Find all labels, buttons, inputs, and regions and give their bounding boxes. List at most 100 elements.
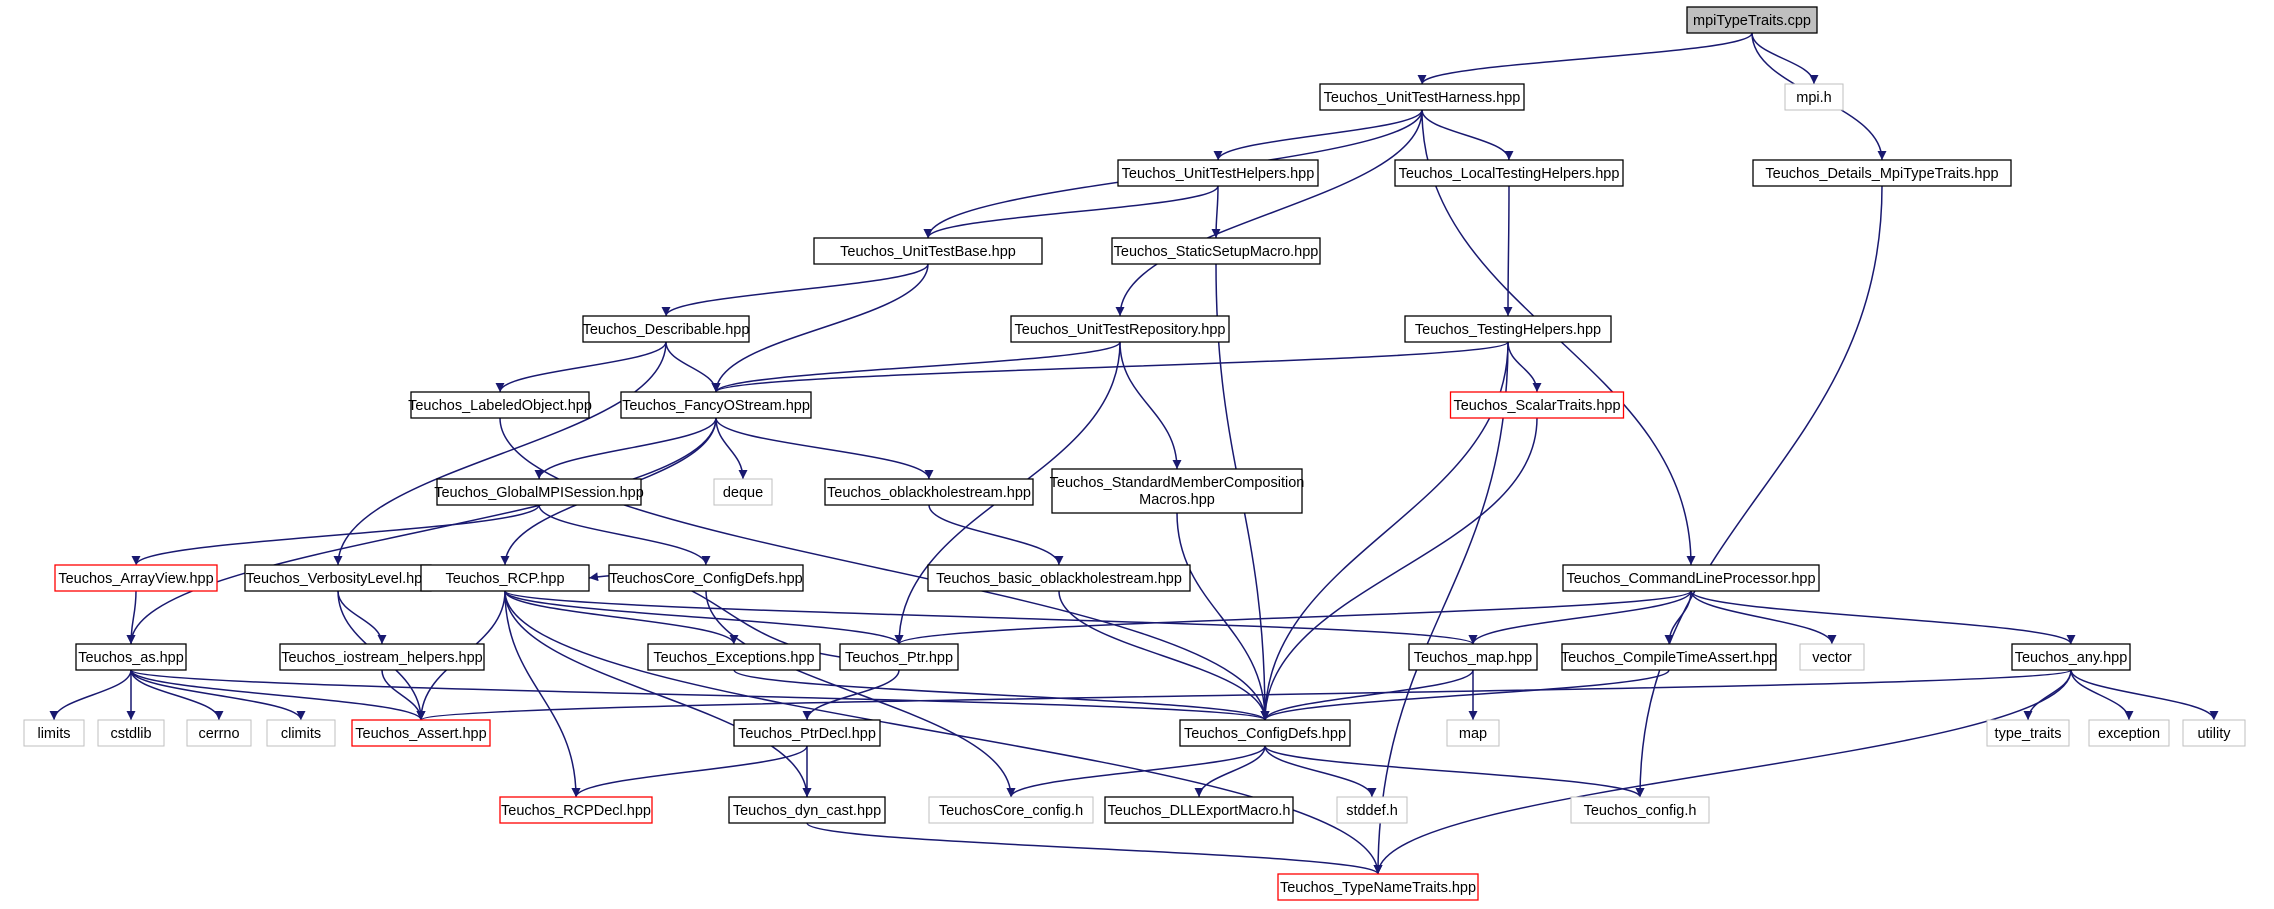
node-teuchos-rcp-hpp[interactable]: Teuchos_RCP.hpp bbox=[420, 564, 590, 592]
node-box bbox=[1561, 643, 1777, 671]
node-label: climits bbox=[281, 726, 321, 742]
node-box bbox=[1051, 468, 1303, 514]
node-teuchos-testinghelpers-hpp[interactable]: Teuchos_TestingHelpers.hpp bbox=[1404, 315, 1612, 343]
node-label: deque bbox=[723, 485, 763, 501]
node-type-traits: type_traits bbox=[1986, 719, 2070, 747]
node-teuchos-unittesthelpers-hpp[interactable]: Teuchos_UnitTestHelpers.hpp bbox=[1117, 159, 1319, 187]
node-teuchos-exceptions-hpp[interactable]: Teuchos_Exceptions.hpp bbox=[647, 643, 821, 671]
node-teuchos-basic-oblackholestream-hpp[interactable]: Teuchos_basic_oblackholestream.hpp bbox=[927, 564, 1191, 592]
node-label: Teuchos_UnitTestRepository.hpp bbox=[1015, 322, 1226, 338]
node-box bbox=[813, 237, 1043, 265]
node-label: Teuchos_UnitTestHelpers.hpp bbox=[1122, 166, 1315, 182]
edge-teuchos-ptr-hpp-to-teuchos-ptrdecl-hpp bbox=[802, 669, 900, 721]
node-label: Teuchos_CommandLineProcessor.hpp bbox=[1566, 571, 1815, 587]
node-box bbox=[2011, 643, 2131, 671]
node-label: Teuchos_iostream_helpers.hpp bbox=[281, 650, 483, 666]
node-teuchos-labeledobject-hpp[interactable]: Teuchos_LabeledObject.hpp bbox=[408, 391, 592, 419]
node-teuchos-arrayview-hpp[interactable]: Teuchos_ArrayView.hpp bbox=[54, 564, 218, 592]
edge-teuchos-rcp-hpp-to-teuchos-typenametraits-hpp bbox=[504, 590, 1383, 875]
node-box bbox=[1986, 719, 2070, 747]
node-label: Teuchos_PtrDecl.hpp bbox=[738, 726, 876, 742]
node-mpi-h: mpi.h bbox=[1784, 83, 1844, 111]
node-teuchos-compiletimeassert-hpp[interactable]: Teuchos_CompileTimeAssert.hpp bbox=[1561, 643, 1777, 671]
node-limits: limits bbox=[23, 719, 85, 747]
edge-teuchos-commandlineprocessor-hpp-to-teuchos-any-hpp bbox=[1690, 590, 2076, 645]
node-teuchos-ptrdecl-hpp[interactable]: Teuchos_PtrDecl.hpp bbox=[733, 719, 881, 747]
node-teuchos-as-hpp[interactable]: Teuchos_as.hpp bbox=[75, 643, 187, 671]
edge-teuchos-standardmembercompositionmacros-hpp-to-teuchos-configdefs-hpp bbox=[1176, 512, 1270, 721]
edge-teuchos-verbositylevel-hpp-to-teuchos-iostream-helpers-hpp bbox=[337, 590, 387, 645]
node-label: Teuchos_Details_MpiTypeTraits.hpp bbox=[1765, 166, 1998, 182]
node-teuchos-fancyostream-hpp[interactable]: Teuchos_FancyOStream.hpp bbox=[620, 391, 812, 419]
node-label: Teuchos_as.hpp bbox=[78, 650, 184, 666]
node-box bbox=[351, 719, 491, 747]
node-teuchos-localtestinghelpers-hpp[interactable]: Teuchos_LocalTestingHelpers.hpp bbox=[1394, 159, 1624, 187]
edge-teuchos-commandlineprocessor-hpp-to-teuchos-ptr-hpp bbox=[894, 590, 1692, 645]
node-box bbox=[499, 796, 653, 824]
node-teuchos-unittestharness-hpp[interactable]: Teuchos_UnitTestHarness.hpp bbox=[1319, 83, 1525, 111]
node-cstdlib: cstdlib bbox=[97, 719, 165, 747]
node-label: Teuchos_Exceptions.hpp bbox=[653, 650, 814, 666]
node-box bbox=[608, 564, 804, 592]
node-exception: exception bbox=[2088, 719, 2170, 747]
node-box bbox=[1010, 315, 1230, 343]
node-box bbox=[97, 719, 165, 747]
node-teuchos-dllexportmacro-h[interactable]: Teuchos_DLLExportMacro.h bbox=[1104, 796, 1294, 824]
node-teuchos-any-hpp[interactable]: Teuchos_any.hpp bbox=[2011, 643, 2131, 671]
node-box bbox=[186, 719, 252, 747]
node-label: Teuchos_VerbosityLevel.hpp bbox=[246, 571, 431, 587]
node-teuchos-oblackholestream-hpp[interactable]: Teuchos_oblackholestream.hpp bbox=[824, 478, 1034, 506]
node-teuchos-configdefs-hpp[interactable]: Teuchos_ConfigDefs.hpp bbox=[1179, 719, 1351, 747]
node-teuchos-rcpdecl-hpp[interactable]: Teuchos_RCPDecl.hpp bbox=[499, 796, 653, 824]
node-teuchos-verbositylevel-hpp[interactable]: Teuchos_VerbosityLevel.hpp bbox=[244, 564, 432, 592]
edge-layer bbox=[49, 32, 2219, 875]
node-box bbox=[1117, 159, 1319, 187]
node-teuchos-unittestrepository-hpp[interactable]: Teuchos_UnitTestRepository.hpp bbox=[1010, 315, 1230, 343]
node-teuchos-commandlineprocessor-hpp[interactable]: Teuchos_CommandLineProcessor.hpp bbox=[1562, 564, 1820, 592]
edge-teuchos-testinghelpers-hpp-to-teuchos-fancyostream-hpp bbox=[711, 341, 1509, 393]
edge-teuchos-any-hpp-to-utility bbox=[2070, 669, 2219, 721]
edge-teuchos-fancyostream-hpp-to-teuchos-globalmpisession-hpp bbox=[534, 417, 717, 480]
edge-teuchos-unittesthelpers-hpp-to-teuchos-unittestbase-hpp bbox=[923, 185, 1219, 239]
edge-teuchos-map-hpp-to-teuchos-configdefs-hpp bbox=[1260, 669, 1474, 721]
edge-teuchos-rcp-hpp-to-teuchos-rcpdecl-hpp bbox=[504, 590, 581, 798]
node-label: Teuchos_basic_oblackholestream.hpp bbox=[936, 571, 1182, 587]
node-box bbox=[824, 478, 1034, 506]
node-teuchos-staticsetupmacro-hpp[interactable]: Teuchos_StaticSetupMacro.hpp bbox=[1111, 237, 1321, 265]
node-box bbox=[647, 643, 821, 671]
node-teuchoscore-configdefs-hpp[interactable]: TeuchosCore_ConfigDefs.hpp bbox=[608, 564, 804, 592]
node-teuchos-unittestbase-hpp[interactable]: Teuchos_UnitTestBase.hpp bbox=[813, 237, 1043, 265]
node-box bbox=[928, 796, 1094, 824]
node-label: Teuchos_FancyOStream.hpp bbox=[622, 398, 810, 414]
node-box bbox=[1336, 796, 1408, 824]
node-box bbox=[839, 643, 959, 671]
edge-teuchos-exceptions-hpp-to-teuchos-configdefs-hpp bbox=[733, 669, 1270, 721]
node-teuchos-details-mpitypetraits-hpp[interactable]: Teuchos_Details_MpiTypeTraits.hpp bbox=[1752, 159, 2012, 187]
edge-mpitypetraits-cpp-to-teuchos-unittestharness-hpp bbox=[1417, 32, 1753, 85]
node-box bbox=[1404, 315, 1612, 343]
node-box bbox=[1446, 719, 1500, 747]
node-teuchos-map-hpp[interactable]: Teuchos_map.hpp bbox=[1408, 643, 1538, 671]
node-teuchos-typenametraits-hpp[interactable]: Teuchos_TypeNameTraits.hpp bbox=[1277, 873, 1479, 901]
node-teuchos-standardmembercompositionmacros-hpp[interactable]: Teuchos_StandardMemberCompositionMacros.… bbox=[1050, 468, 1305, 514]
node-teuchos-assert-hpp[interactable]: Teuchos_Assert.hpp bbox=[351, 719, 491, 747]
node-teuchos-scalartraits-hpp[interactable]: Teuchos_ScalarTraits.hpp bbox=[1449, 391, 1625, 419]
edge-teuchos-configdefs-hpp-to-teuchos-dllexportmacro-h bbox=[1194, 745, 1266, 798]
node-teuchos-describable-hpp[interactable]: Teuchos_Describable.hpp bbox=[582, 315, 750, 343]
node-label: stddef.h bbox=[1346, 803, 1398, 819]
edge-teuchos-commandlineprocessor-hpp-to-vector bbox=[1690, 590, 1837, 645]
node-teuchos-ptr-hpp[interactable]: Teuchos_Ptr.hpp bbox=[839, 643, 959, 671]
node-teuchos-iostream-helpers-hpp[interactable]: Teuchos_iostream_helpers.hpp bbox=[279, 643, 485, 671]
node-teuchos-dyn-cast-hpp[interactable]: Teuchos_dyn_cast.hpp bbox=[728, 796, 886, 824]
node-box bbox=[1179, 719, 1351, 747]
node-box bbox=[1449, 391, 1625, 419]
node-teuchos-globalmpisession-hpp[interactable]: Teuchos_GlobalMPISession.hpp bbox=[434, 478, 644, 506]
node-label: Teuchos_LocalTestingHelpers.hpp bbox=[1399, 166, 1620, 182]
edge-teuchos-configdefs-hpp-to-stddef-h bbox=[1264, 745, 1377, 798]
node-stddef-h: stddef.h bbox=[1336, 796, 1408, 824]
edge-teuchos-unittestharness-hpp-to-teuchos-localtestinghelpers-hpp bbox=[1421, 109, 1514, 161]
edge-teuchos-testinghelpers-hpp-to-teuchos-scalartraits-hpp bbox=[1507, 341, 1542, 393]
node-label: Teuchos_Describable.hpp bbox=[583, 322, 750, 338]
edge-teuchos-oblackholestream-hpp-to-teuchos-basic-oblackholestream-hpp bbox=[928, 504, 1064, 566]
node-label: Teuchos_UnitTestHarness.hpp bbox=[1324, 90, 1521, 106]
